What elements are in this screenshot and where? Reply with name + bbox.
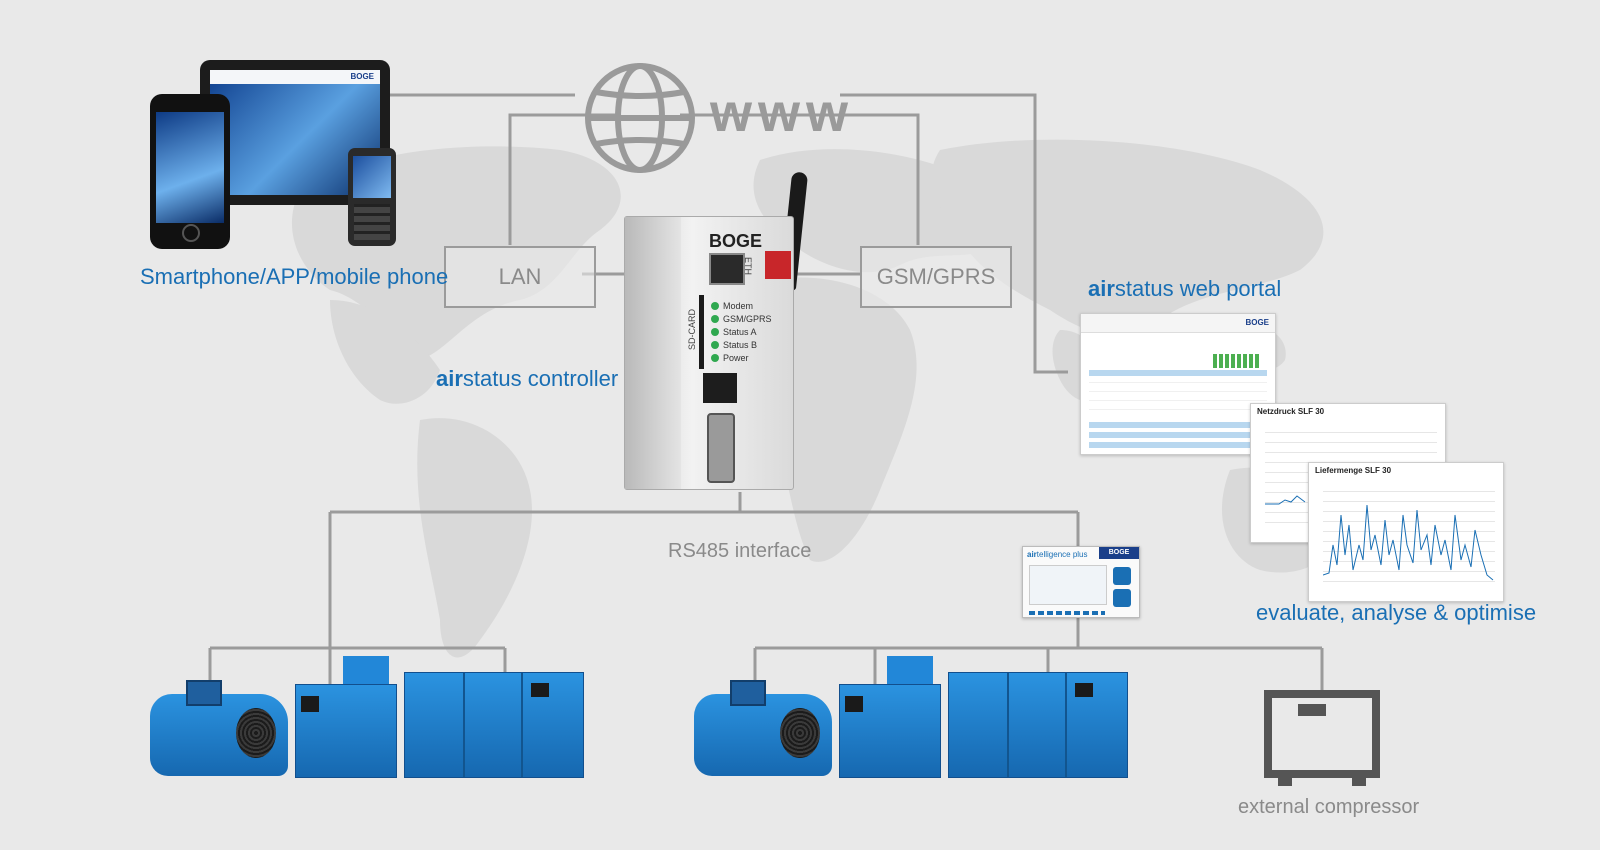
led-label: Modem [723, 300, 754, 311]
connection-lines [208, 93, 1324, 690]
portal-label-suffix: status web portal [1114, 276, 1282, 301]
led-indicator [711, 353, 719, 362]
external-compressor-label: external compressor [1238, 796, 1420, 818]
serial-port[interactable] [707, 413, 735, 483]
led-row: GSM/GPRS [711, 312, 791, 325]
chart2-line [1323, 504, 1494, 581]
device-brand: BOGE [709, 231, 763, 251]
airstatus-controller-device: BOGE ETH SD-CARD Modem GSM/GPRS Status A… [624, 171, 809, 492]
evaluate-label: evaluate, analyse & optimise [1256, 600, 1537, 625]
www-label: www [710, 83, 855, 143]
globe-icon [585, 63, 695, 173]
airtelligence-button[interactable] [1113, 589, 1131, 607]
eth-label: ETH [743, 257, 753, 275]
led-list: Modem GSM/GPRS Status A Status B Power [711, 299, 791, 364]
airtelligence-plus-panel: airtelligence plus BOGE [1022, 546, 1140, 618]
mobile-phone [348, 148, 396, 246]
led-label: Status B [723, 339, 758, 350]
controller-label-suffix: status controller [462, 366, 619, 391]
chart1-title: Netzdruck SLF 30 [1257, 407, 1325, 416]
compressor-large [948, 672, 1128, 778]
sd-card-label: SD-CARD [687, 309, 697, 351]
led-row: Power [711, 351, 791, 364]
tablet-logo: BOGE [350, 72, 374, 81]
ethernet-port[interactable] [709, 253, 745, 285]
compressor-small [150, 680, 288, 776]
portal-label-prefix: air [1088, 276, 1115, 301]
external-compressor-icon [1264, 690, 1380, 786]
portal-label: airstatus web portal [1088, 276, 1281, 302]
mobile-screen [353, 156, 391, 198]
lan-label: LAN [498, 264, 542, 289]
compressor-group-right [694, 654, 1154, 784]
gsm-label: GSM/GPRS [876, 264, 996, 289]
airtelligence-brand: BOGE [1108, 549, 1130, 556]
usb-port[interactable] [703, 373, 737, 403]
compressor-small [694, 680, 832, 776]
mobile-label: Smartphone/APP/mobile phone [140, 264, 449, 289]
led-row: Status B [711, 338, 791, 351]
gsm-box: GSM/GPRS [860, 246, 1012, 308]
portal-brand: BOGE [1245, 318, 1269, 327]
led-label: Status A [723, 326, 757, 337]
chart2-title: Liefermenge SLF 30 [1315, 466, 1392, 475]
led-indicator [711, 340, 719, 349]
mobile-devices: BOGE [150, 58, 400, 253]
device-body: BOGE ETH SD-CARD Modem GSM/GPRS Status A… [624, 216, 794, 490]
airtelligence-screen [1029, 565, 1107, 605]
airtelligence-brand-bar: BOGE [1099, 547, 1139, 559]
controller-label: airstatus controller [436, 366, 618, 392]
ipcrom-sticker [765, 251, 791, 279]
smartphone [150, 94, 230, 249]
compressor-group-left [150, 654, 610, 784]
led-label: Power [723, 352, 749, 363]
chart1-line [1265, 495, 1306, 505]
led-indicator [711, 327, 719, 336]
liefermenge-chart-panel: Liefermenge SLF 30 [1308, 462, 1504, 602]
led-row: Status A [711, 325, 791, 338]
portal-screenshot: BOGE [1080, 313, 1276, 455]
rs485-label: RS485 interface [668, 540, 812, 562]
led-indicator [711, 314, 719, 323]
airtelligence-prefix: air [1027, 550, 1037, 559]
compressor-large [404, 672, 584, 778]
compressor-medium [295, 656, 397, 778]
sd-card-slot[interactable] [699, 295, 704, 369]
led-label: GSM/GPRS [723, 313, 772, 324]
controller-label-prefix: air [436, 366, 463, 391]
lan-box: LAN [444, 246, 596, 308]
compressor-medium [839, 656, 941, 778]
airtelligence-suffix: telligence plus [1036, 550, 1088, 559]
airtelligence-button[interactable] [1113, 567, 1131, 585]
led-indicator [711, 301, 719, 310]
led-row: Modem [711, 299, 791, 312]
phone-screen [156, 112, 224, 223]
